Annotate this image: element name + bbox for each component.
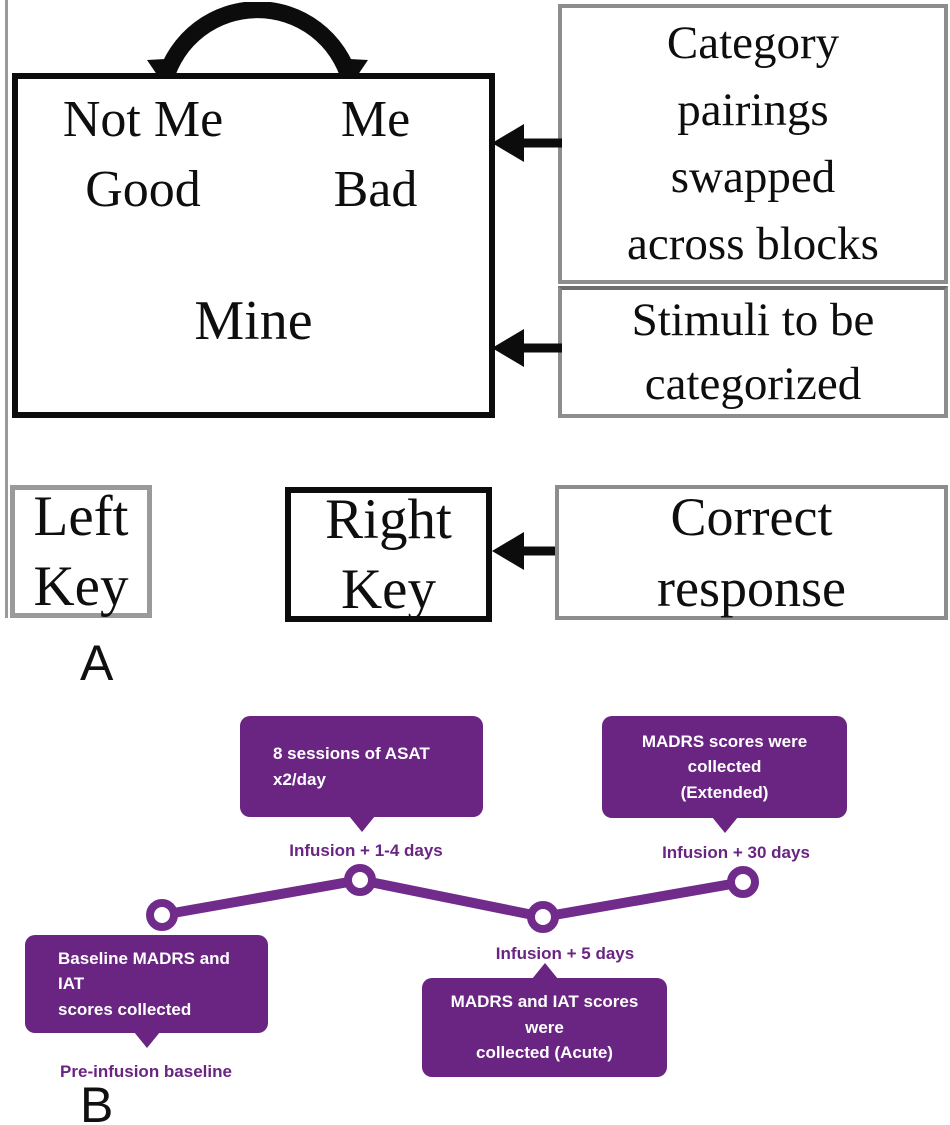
timeline (146, 864, 759, 933)
timeline-node-5-days (527, 901, 559, 933)
right-key-line: Right (325, 487, 452, 551)
right-key-box: Right Key (285, 487, 492, 622)
timeline-node-baseline (146, 899, 178, 931)
correct-response-box: Correct response (555, 485, 948, 620)
stimulus-word: Mine (194, 290, 313, 352)
callout-asat-sessions: 8 sessions of ASAT x2/day (240, 716, 483, 817)
right-category-pairing: Me Bad (333, 91, 418, 218)
correct-response-line: response (657, 557, 846, 618)
category-pairings-line: swapped (670, 151, 836, 203)
left-category-pairing: Not Me Good (62, 91, 224, 218)
timeline-node-30-days (727, 866, 759, 898)
main-stimulus-box: Not Me Good Me Bad Mine (12, 73, 495, 418)
milestone-label-infusion-1-4-days: Infusion + 1-4 days (289, 841, 443, 860)
stimuli-box: Stimuli to be categorized (558, 286, 948, 418)
left-border-line (5, 0, 8, 618)
category-pairings-box: Category pairings swapped across blocks (558, 4, 948, 284)
milestone-label-infusion-30-days: Infusion + 30 days (662, 843, 810, 862)
panel-a-label: A (80, 635, 114, 691)
category-pairings-line: pairings (677, 84, 829, 136)
stimuli-line: categorized (644, 358, 862, 410)
milestone-label-infusion-5-days: Infusion + 5 days (495, 944, 635, 963)
callout-madrs-extended: MADRS scores were collected (Extended) (602, 716, 847, 818)
stimuli-line: Stimuli to be (631, 294, 875, 346)
correct-response-line: Correct (670, 486, 833, 547)
arrow-stimuli-icon (492, 329, 562, 367)
timeline-node-1-4-days (344, 864, 376, 896)
panel-b-label: B (80, 1077, 114, 1125)
milestone-label-pre-infusion: Pre-infusion baseline (60, 1062, 232, 1081)
arrow-correct-icon (492, 532, 562, 570)
callout-madrs-acute: MADRS and IAT scores were collected (Acu… (422, 978, 667, 1077)
right-key-line: Key (341, 557, 436, 621)
category-pairings-line: Category (666, 17, 840, 69)
left-key-line: Left (33, 484, 129, 548)
arrow-category-icon (492, 124, 562, 162)
left-key-box: Left Key (10, 485, 152, 618)
category-pairings-line: across blocks (627, 218, 879, 270)
left-key-line: Key (33, 554, 129, 618)
callout-baseline-scores: Baseline MADRS and IAT scores collected (25, 935, 268, 1033)
